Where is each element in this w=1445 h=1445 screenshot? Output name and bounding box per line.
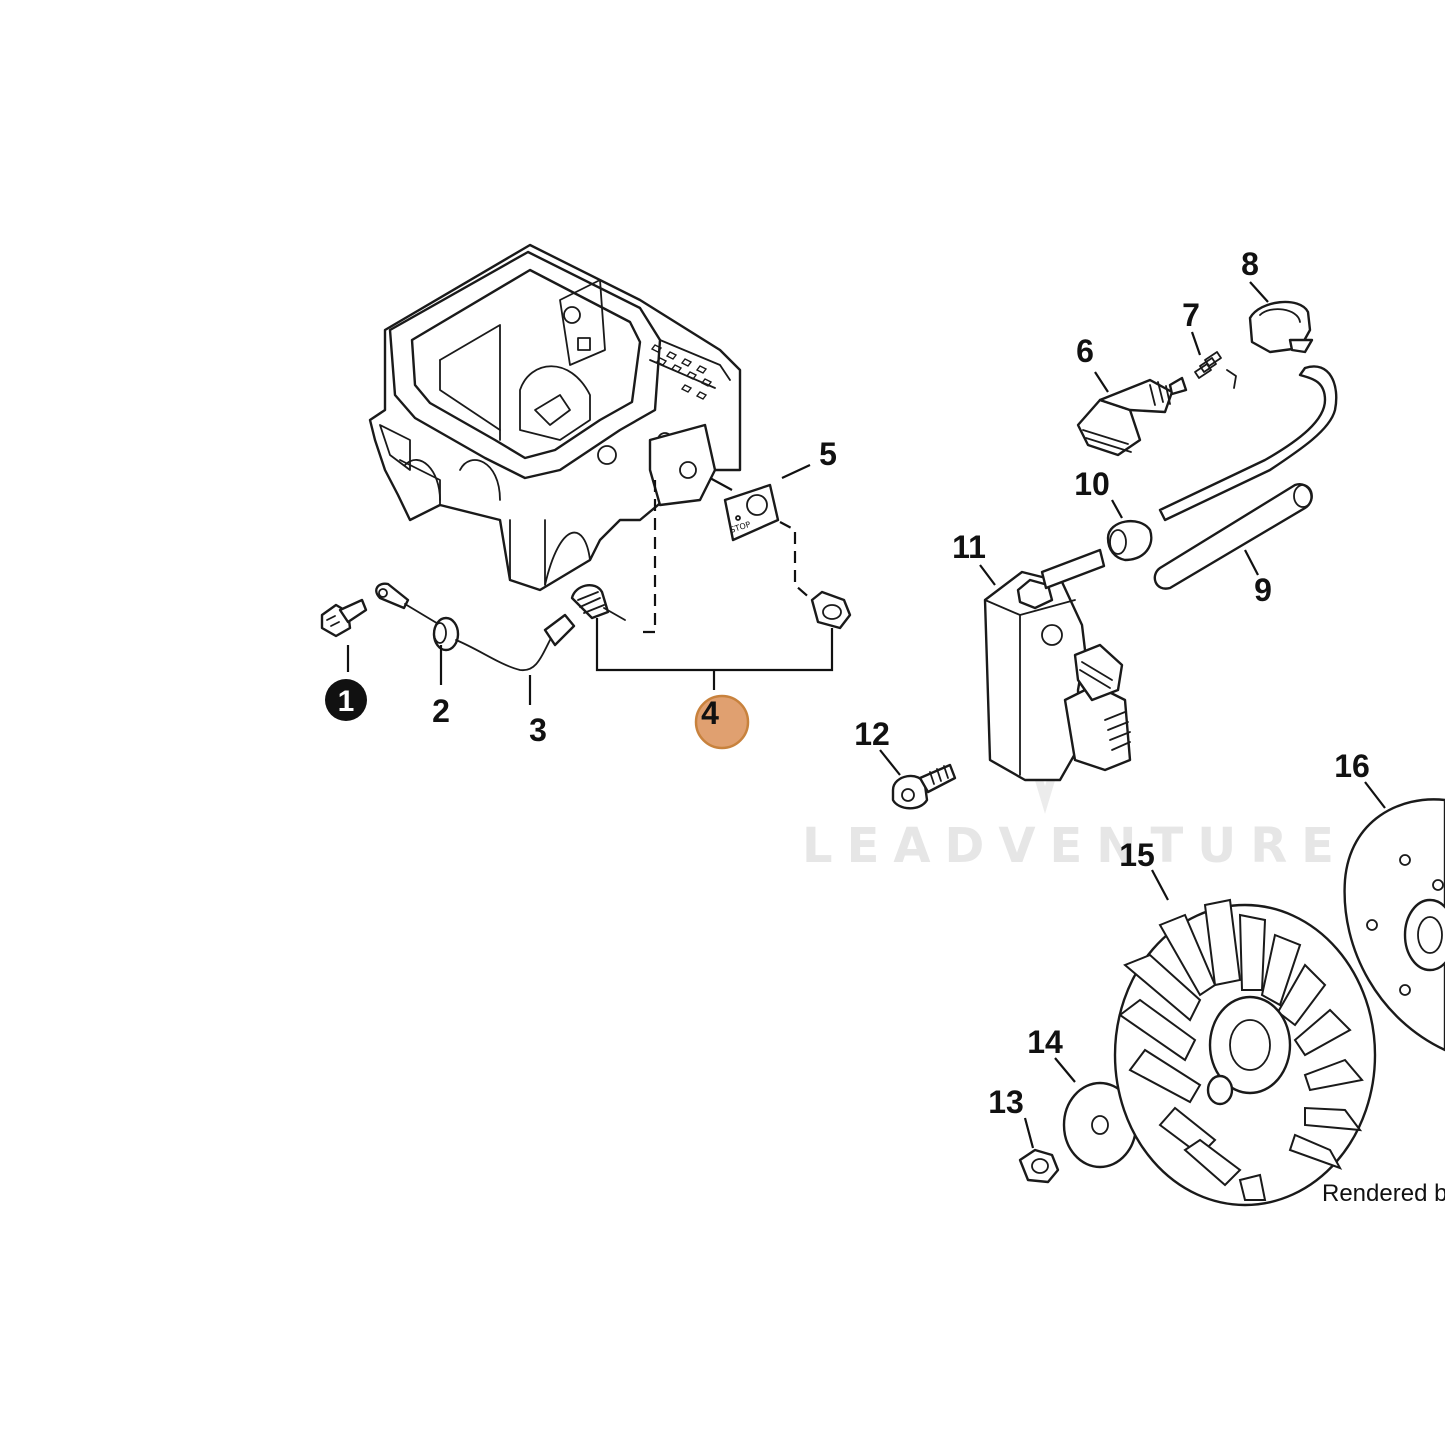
leader-lines — [346, 281, 1386, 1149]
callout-15-label: 15 — [1119, 837, 1155, 873]
callout-5-label: 5 — [819, 436, 837, 472]
callout-1[interactable]: 1 — [325, 679, 367, 721]
callout-10-label: 10 — [1074, 466, 1110, 502]
callout-7[interactable]: 7 — [1182, 297, 1200, 333]
part-2-grommet — [375, 582, 460, 652]
callout-7-label: 7 — [1182, 297, 1200, 333]
callout-5[interactable]: 5 — [819, 436, 837, 472]
callout-9[interactable]: 9 — [1254, 572, 1272, 608]
part-3-wire — [455, 613, 576, 672]
part-15-flywheel — [1113, 898, 1377, 1207]
callout-4-label: 4 — [701, 695, 719, 731]
callout-4[interactable]: 4 — [694, 694, 750, 750]
ignition-lead — [1158, 365, 1338, 522]
callout-10[interactable]: 10 — [1074, 466, 1110, 502]
callout-14[interactable]: 14 — [1027, 1024, 1063, 1060]
part-11-ignition-module — [983, 548, 1132, 782]
engine-housing — [368, 243, 742, 592]
callout-8-label: 8 — [1241, 246, 1259, 282]
flywheel-fins — [1118, 898, 1364, 1201]
housing-vent-grid — [650, 344, 713, 400]
callout-12[interactable]: 12 — [854, 716, 890, 752]
part-5-plate: STOP — [723, 483, 780, 542]
callout-2[interactable]: 2 — [432, 693, 450, 729]
callout-2-label: 2 — [432, 693, 450, 729]
callout-8[interactable]: 8 — [1241, 246, 1259, 282]
part-13-nut — [1018, 1148, 1060, 1184]
callout-6[interactable]: 6 — [1076, 333, 1094, 369]
part-1-screw — [320, 598, 368, 638]
part-6-spark-plug — [1076, 376, 1188, 457]
part-10-grommet — [1106, 520, 1153, 562]
callout-11[interactable]: 11 — [952, 529, 986, 565]
part-4-stop-switch — [570, 584, 626, 621]
callout-12-label: 12 — [854, 716, 890, 752]
callout-9-label: 9 — [1254, 572, 1272, 608]
callout-15[interactable]: 15 — [1119, 837, 1155, 873]
callout-3[interactable]: 3 — [529, 712, 547, 748]
callout-14-label: 14 — [1027, 1024, 1063, 1060]
part-12-screw — [891, 763, 957, 810]
rendered-by-credit: Rendered by — [1322, 1180, 1445, 1207]
callout-11-label: 11 — [952, 529, 986, 565]
part-7-spring — [1194, 351, 1237, 389]
callout-16[interactable]: 16 — [1334, 748, 1370, 784]
callout-4-highlight — [694, 694, 750, 750]
part-16-rotor — [1343, 798, 1445, 1052]
callout-16-label: 16 — [1334, 748, 1370, 784]
callout-1-marker — [325, 679, 367, 721]
callout-13[interactable]: 13 — [988, 1084, 1024, 1120]
part-9-sleeve — [1153, 483, 1313, 590]
callout-6-label: 6 — [1076, 333, 1094, 369]
callout-1-label: 1 — [338, 685, 355, 718]
callout-13-label: 13 — [988, 1084, 1024, 1120]
part-4-nut — [810, 590, 852, 630]
callout-3-label: 3 — [529, 712, 547, 748]
part-8-plug-boot — [1248, 300, 1314, 354]
watermark-text: LEADVENTURE — [802, 818, 1348, 874]
